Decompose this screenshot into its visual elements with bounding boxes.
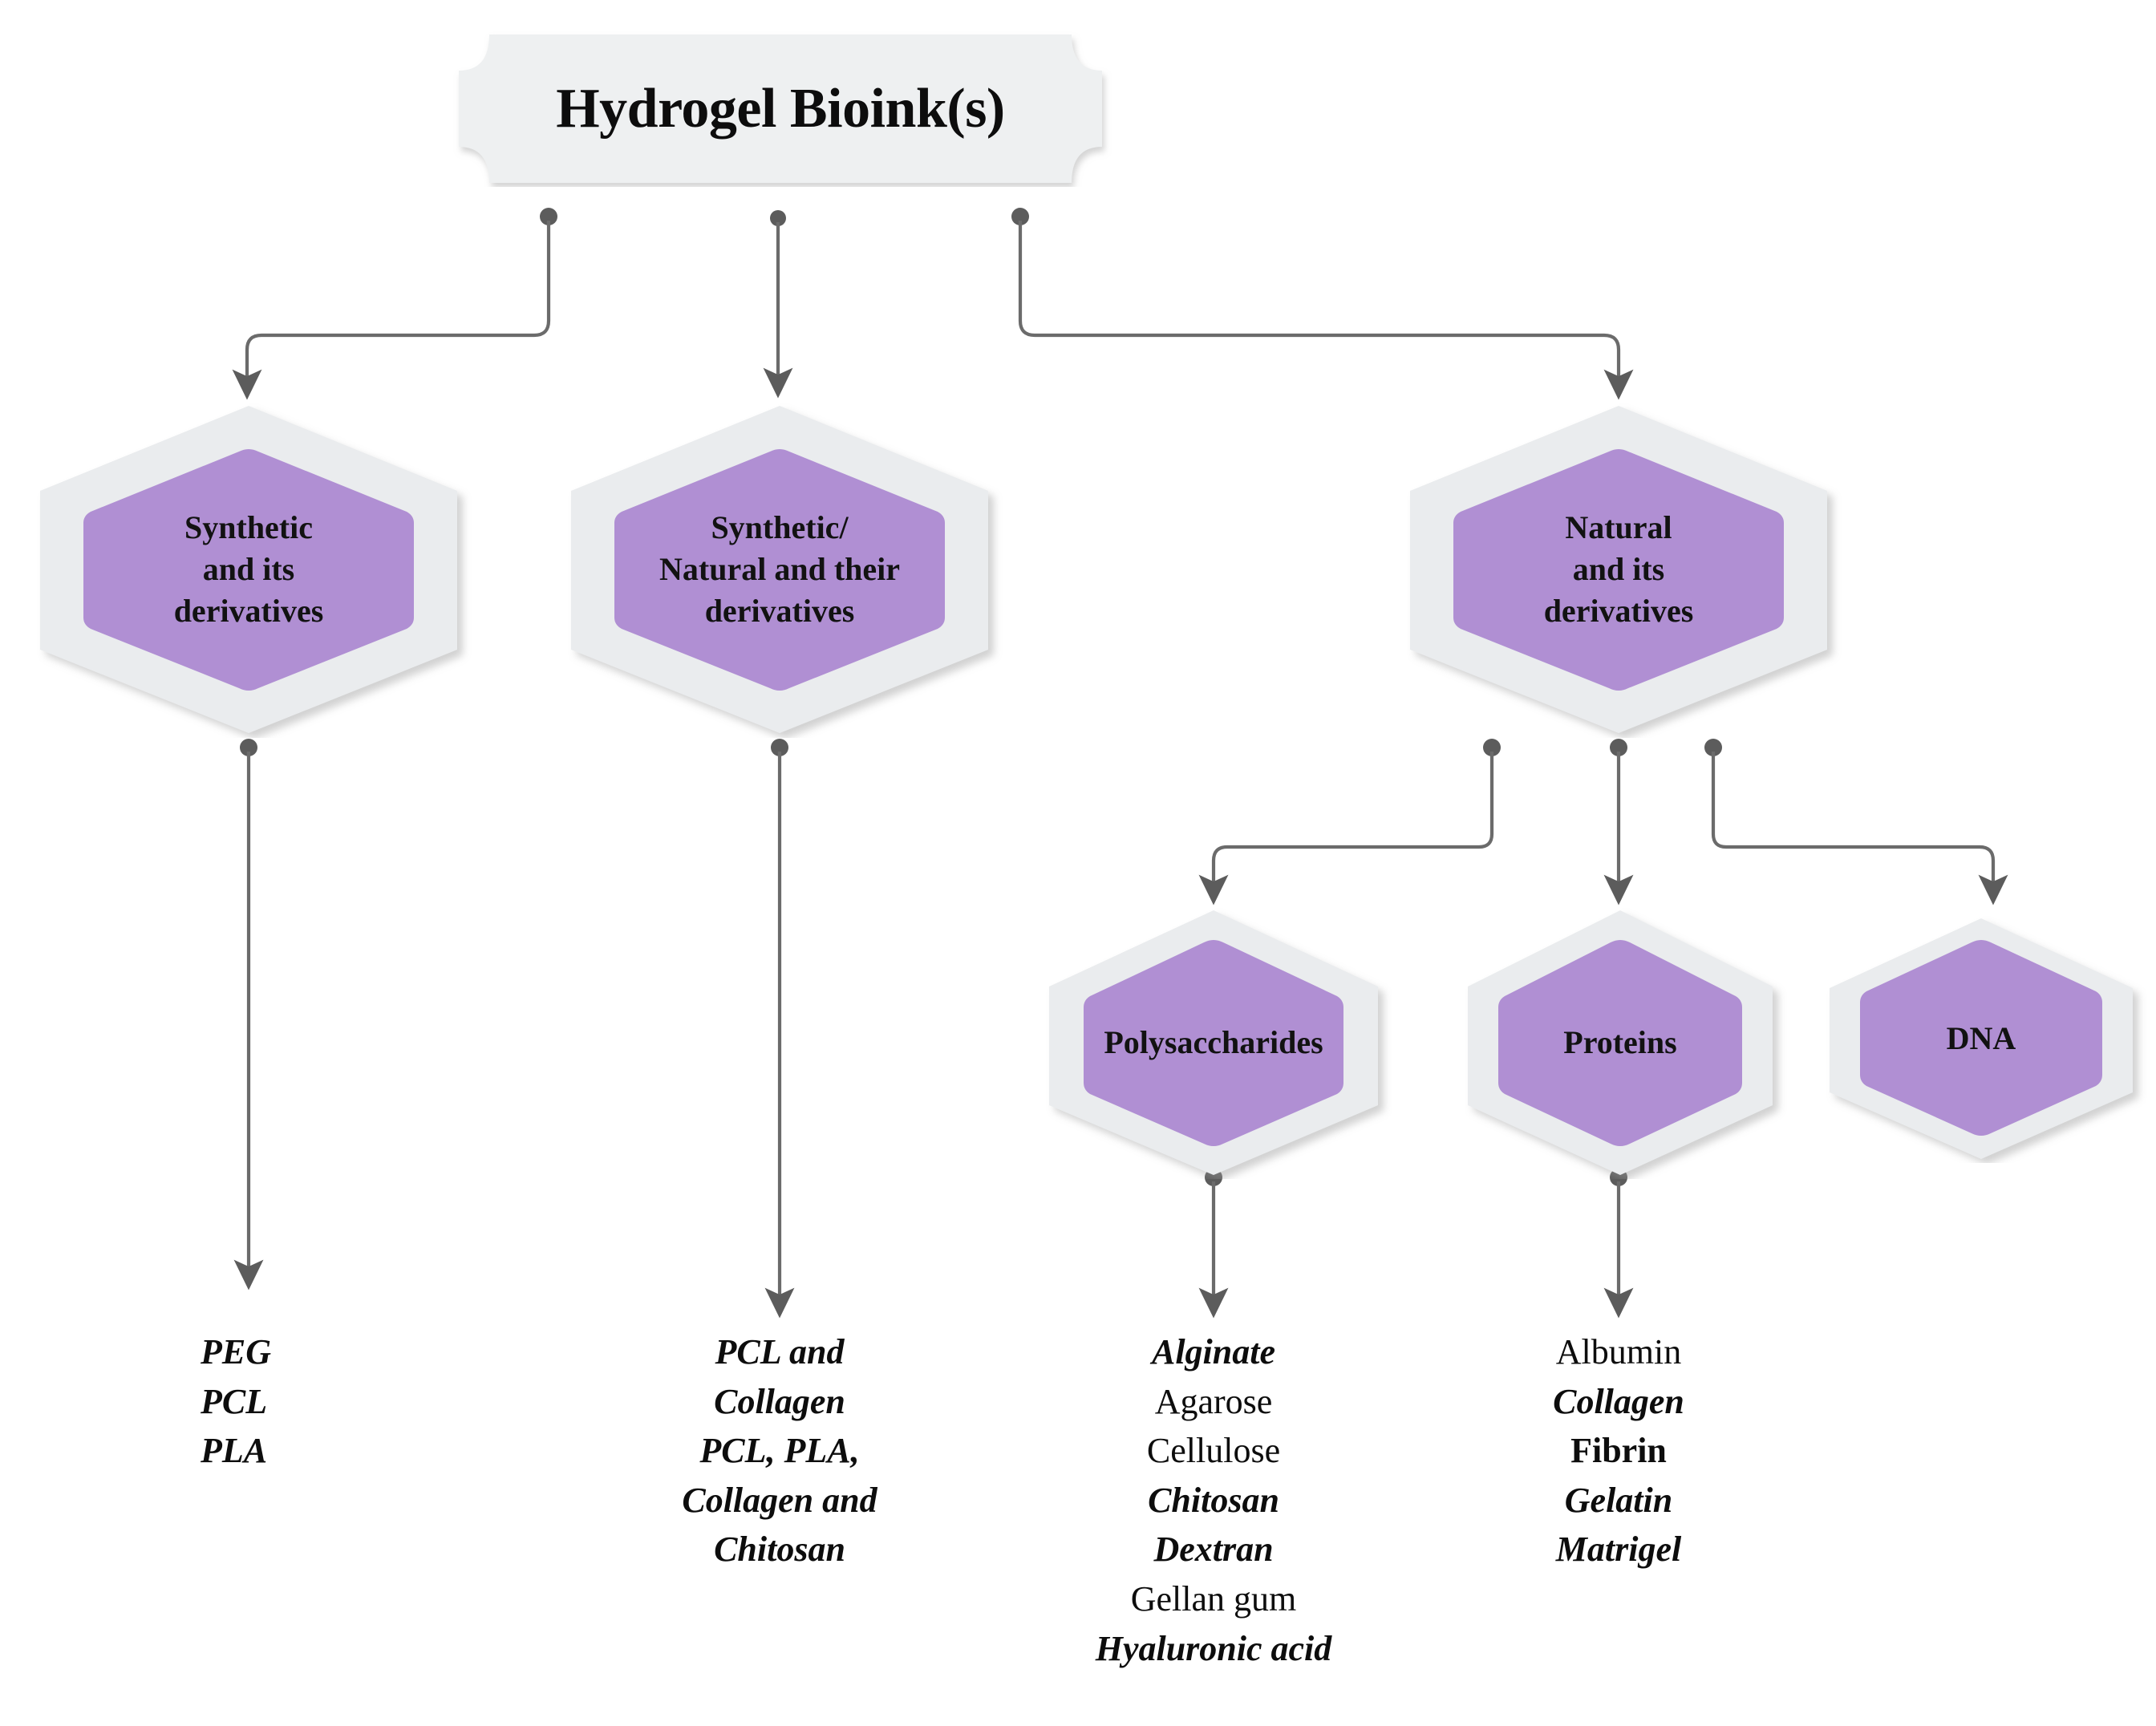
list-item: Matrigel xyxy=(1555,1529,1682,1570)
list-synthetic-natural-materials: PCL and Collagen PCL, PLA, Collagen and … xyxy=(595,1327,964,1574)
list-item: Chitosan xyxy=(1148,1480,1279,1520)
list-item: Chitosan xyxy=(714,1529,845,1570)
node-polysaccharides[interactable]: Polysaccharides xyxy=(1013,906,1414,1179)
list-item: PEG xyxy=(201,1332,271,1371)
node-label-dna: DNA xyxy=(1946,1020,2016,1056)
list-item: Hyaluronic acid xyxy=(1095,1628,1332,1668)
node-dna[interactable]: DNA xyxy=(1809,914,2154,1163)
list-item: Cellulose xyxy=(1146,1431,1281,1471)
hexagon-shape-outer xyxy=(1049,910,1378,1175)
hexagon-shape-outer xyxy=(1830,918,2133,1159)
list-item: Gellan gum xyxy=(1130,1578,1297,1619)
list-item: PCL, PLA, xyxy=(699,1431,860,1471)
connector-root-to-synthetic xyxy=(232,221,551,400)
connector-dot-synthetic xyxy=(240,739,257,756)
list-item: Gelatin xyxy=(1564,1480,1673,1520)
list-item: PCL xyxy=(201,1381,268,1421)
hexagon-shape-outer xyxy=(40,406,457,733)
list-item: Alginate xyxy=(1151,1332,1276,1371)
node-synthetic-and-its-derivatives[interactable]: Synthetic and its derivatives xyxy=(8,401,489,738)
plaque-shape xyxy=(459,34,1102,183)
list-item: Collagen and xyxy=(682,1480,877,1520)
connector-dot-natural-left xyxy=(1483,739,1501,756)
connector-root-to-natural xyxy=(1018,221,1634,400)
list-protein-materials: Albumin Collagen Fibrin Gelatin Matrigel xyxy=(1454,1327,1783,1574)
list-item: Dextran xyxy=(1153,1529,1274,1570)
node-label-proteins: Proteins xyxy=(1563,1024,1677,1060)
list-item: Collagen xyxy=(714,1381,845,1421)
hexagon-shape-outer xyxy=(1468,910,1773,1175)
list-polysaccharide-materials: Alginate Agarose Cellulose Chitosan Dext… xyxy=(1017,1327,1410,1673)
list-synthetic-materials: PEG PCL PLA xyxy=(201,1327,465,1476)
list-item: Fibrin xyxy=(1570,1431,1667,1471)
root-node-label: Hydrogel Bioink(s) xyxy=(556,77,1005,140)
node-natural-and-its-derivatives[interactable]: Natural and its derivatives xyxy=(1378,401,1859,738)
list-item: Collagen xyxy=(1553,1381,1684,1421)
root-node-hydrogel-bioinks[interactable]: Hydrogel Bioink(s) xyxy=(440,30,1121,187)
node-label-natural: Natural and its derivatives xyxy=(1543,509,1694,629)
hexagon-shape-outer xyxy=(1410,406,1827,733)
connector-dot-synthetic-natural xyxy=(771,739,788,756)
connector-natural-to-dna xyxy=(1711,752,2008,906)
connector-dot-root-right xyxy=(1011,208,1029,225)
connector-dot-natural-right xyxy=(1704,739,1722,756)
node-label-synthetic: Synthetic and its derivatives xyxy=(173,509,324,629)
list-item: PLA xyxy=(201,1431,268,1471)
node-synthetic-natural-and-their-derivatives[interactable]: Synthetic/ Natural and their derivatives xyxy=(539,401,1020,738)
hexagon-shape-outer xyxy=(571,406,988,733)
node-proteins[interactable]: Proteins xyxy=(1436,906,1805,1179)
node-label-polysaccharides: Polysaccharides xyxy=(1104,1024,1323,1060)
list-item: PCL and xyxy=(715,1332,845,1371)
connector-dot-root-center xyxy=(770,210,786,226)
connector-dot-natural-center xyxy=(1610,739,1627,756)
node-label-synthetic-natural: Synthetic/ Natural and their derivatives xyxy=(659,509,900,629)
connector-natural-to-polysaccharides xyxy=(1198,752,1494,906)
connector-dot-root-left xyxy=(540,208,557,225)
list-item: Agarose xyxy=(1154,1381,1273,1421)
list-item: Albumin xyxy=(1555,1332,1682,1371)
